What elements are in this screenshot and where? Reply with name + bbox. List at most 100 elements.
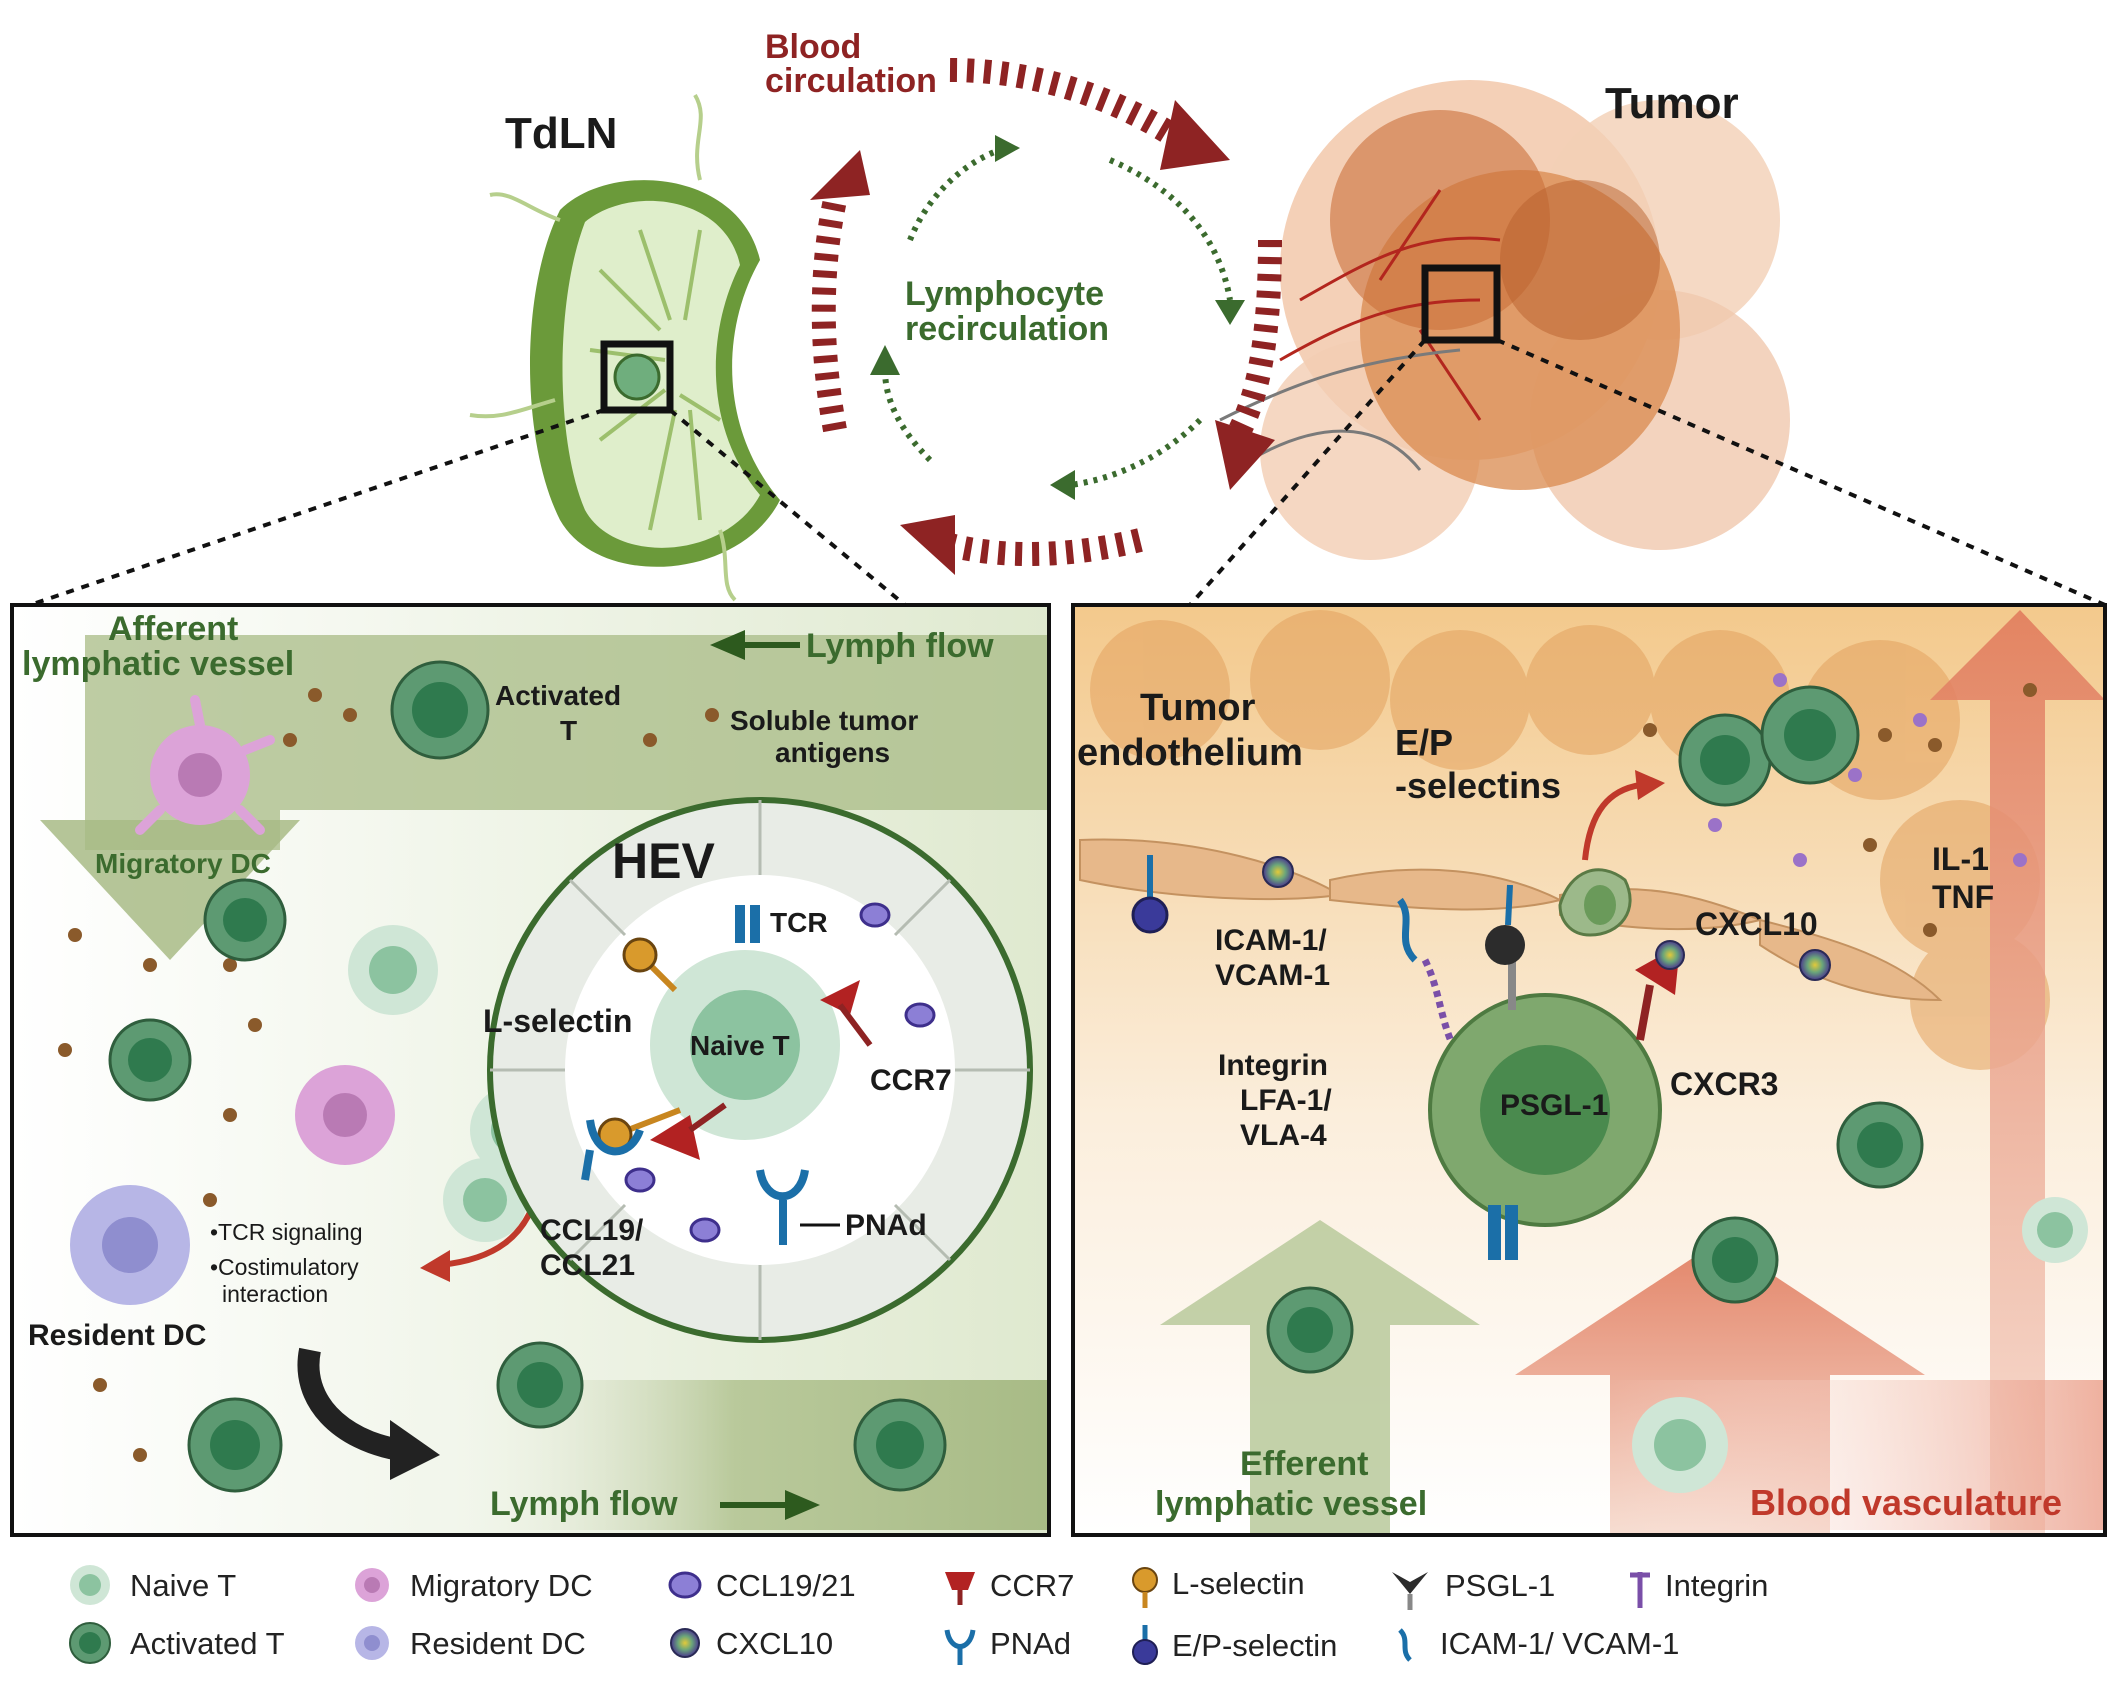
naive-t-label: Naive T	[690, 1030, 790, 1061]
extravasation-arrow	[1582, 782, 1641, 861]
legend-icam: ICAM-1/ VCAM-1	[1440, 1626, 1679, 1661]
right-t-cells	[1266, 685, 2088, 1493]
resident-dc-cell	[70, 1185, 190, 1305]
legend-cxcl10-icon	[670, 1628, 700, 1658]
right-cytokine-dots	[1708, 673, 2027, 867]
resident-dc-label: Resident DC	[28, 1319, 206, 1352]
legend-activated-t-icon	[69, 1622, 111, 1664]
activated-t-line1: Activated	[495, 680, 621, 711]
extravasation-arrow-head	[1635, 770, 1665, 800]
psgl-1-receptor	[1485, 884, 1525, 1010]
rolling-t-cell	[1558, 868, 1632, 937]
tnf-label: TNF	[1932, 879, 1994, 915]
legend-integrin-icon	[1630, 1572, 1650, 1608]
tdln-label: TdLN	[505, 109, 617, 158]
ccl-chemokines	[624, 902, 936, 1243]
icam-line1: ICAM-1/	[1215, 924, 1327, 957]
lymph-recirc-line1: Lymphocyte	[905, 275, 1104, 313]
legend-naive-t: Naive T	[130, 1568, 236, 1603]
zoom-lines	[29, 338, 2106, 607]
tcr-label: TCR	[770, 907, 828, 938]
legend-psgl1-icon	[1392, 1572, 1428, 1610]
legend-epselectin-icon	[1132, 1625, 1158, 1665]
psgl-label: PSGL-1	[1500, 1089, 1608, 1122]
activated-t-cell	[390, 660, 490, 760]
tdln-lymph-node	[469, 93, 780, 602]
blood-circulation-arrows	[810, 58, 1282, 575]
afferent-line2: lymphatic vessel	[22, 645, 294, 683]
tumor-endo-line2: endothelium	[1077, 732, 1303, 774]
legend: Naive T Activated T Migratory DC Residen…	[69, 1565, 1768, 1665]
lymph-flow-top-arrow	[710, 630, 800, 660]
transmigration-arrow-head	[420, 1250, 450, 1282]
lymph-flow-bottom-arrow	[720, 1490, 820, 1520]
legend-pnad: PNAd	[990, 1626, 1071, 1661]
bullet-costim-2: interaction	[222, 1281, 328, 1307]
lymph-flow-top: Lymph flow	[806, 627, 994, 665]
l-selectin-pnad-bound	[581, 1107, 682, 1181]
pnad-label: PNAd	[845, 1209, 927, 1242]
icam-line2: VCAM-1	[1215, 959, 1330, 992]
integrin-chain	[1397, 897, 1459, 1052]
legend-psgl1: PSGL-1	[1445, 1568, 1555, 1603]
pnad-receptor	[756, 1169, 840, 1245]
ccr7-label: CCR7	[870, 1064, 952, 1097]
blood-circ-line1: Blood	[765, 28, 861, 66]
legend-ccr7: CCR7	[990, 1568, 1074, 1603]
migratory-dc-cell-2	[295, 1065, 395, 1165]
legend-migratory-dc-icon	[355, 1568, 389, 1602]
black-curved-arrow	[297, 1347, 403, 1461]
lymph-recirc-line2: recirculation	[905, 310, 1109, 348]
legend-ccr7-icon	[945, 1572, 975, 1605]
legend-resident-dc-icon	[355, 1626, 389, 1660]
ep-line1: E/P	[1395, 722, 1453, 763]
legend-ccl1921: CCL19/21	[716, 1568, 856, 1603]
cxcl10-2	[1799, 949, 1831, 981]
lymphocyte-recirculation-arrows	[870, 135, 1245, 500]
ep-line2: -selectins	[1395, 765, 1561, 806]
legend-integrin: Integrin	[1665, 1568, 1768, 1603]
tcr-receptor	[735, 905, 760, 943]
legend-migratory-dc: Migratory DC	[410, 1568, 593, 1603]
right-antigen-dots	[1643, 683, 2037, 937]
e-selectin-1	[1131, 855, 1169, 934]
l-selectin-label: L-selectin	[483, 1003, 632, 1039]
afferent-line1: Afferent	[108, 610, 238, 648]
legend-pnad-icon	[944, 1629, 976, 1665]
tumor-mass	[1219, 80, 1790, 560]
legend-icam-icon	[1398, 1628, 1412, 1662]
integrin-line2: LFA-1/	[1240, 1084, 1332, 1117]
integrin-line1: Integrin	[1218, 1049, 1328, 1082]
tumor-endo-line1: Tumor	[1140, 687, 1256, 729]
legend-resident-dc: Resident DC	[410, 1626, 586, 1661]
efferent-line1: Efferent	[1240, 1445, 1368, 1483]
cxcr3-label: CXCR3	[1670, 1066, 1778, 1102]
legend-lselectin-icon	[1132, 1567, 1158, 1608]
antigen-dots	[58, 688, 719, 1462]
blood-vasculature-label: Blood vasculature	[1750, 1482, 2062, 1523]
t-cell-right	[1428, 993, 1662, 1260]
bullet-tcr: •TCR signaling	[210, 1219, 363, 1245]
bullet-costim-1: •Costimulatory	[210, 1254, 359, 1280]
legend-naive-t-icon	[70, 1565, 110, 1605]
migratory-dc-label: Migratory DC	[95, 848, 271, 879]
hev-label: HEV	[612, 833, 715, 889]
soluble-line1: Soluble tumor	[730, 705, 918, 736]
legend-ccl-icon	[668, 1571, 702, 1599]
migratory-dc-cell	[135, 695, 275, 835]
legend-epselectin: E/P-selectin	[1172, 1628, 1337, 1663]
il1-label: IL-1	[1932, 841, 1989, 877]
integrin-line3: VLA-4	[1240, 1119, 1327, 1152]
activated-t-line2: T	[560, 715, 577, 746]
ccl-line2: CCL21	[540, 1249, 635, 1282]
black-curved-arrow-head	[390, 1420, 440, 1480]
ccl-line1: CCL19/	[540, 1214, 644, 1247]
l-selectin-top	[622, 937, 678, 993]
ccr7-bottom	[650, 1102, 727, 1160]
cxcl10-label: CXCL10	[1695, 906, 1818, 942]
cxcl10-1	[1262, 856, 1294, 888]
legend-lselectin: L-selectin	[1172, 1566, 1305, 1601]
lymph-flow-bottom: Lymph flow	[490, 1485, 678, 1523]
soluble-line2: antigens	[775, 737, 890, 768]
ccr7-top	[820, 980, 873, 1047]
